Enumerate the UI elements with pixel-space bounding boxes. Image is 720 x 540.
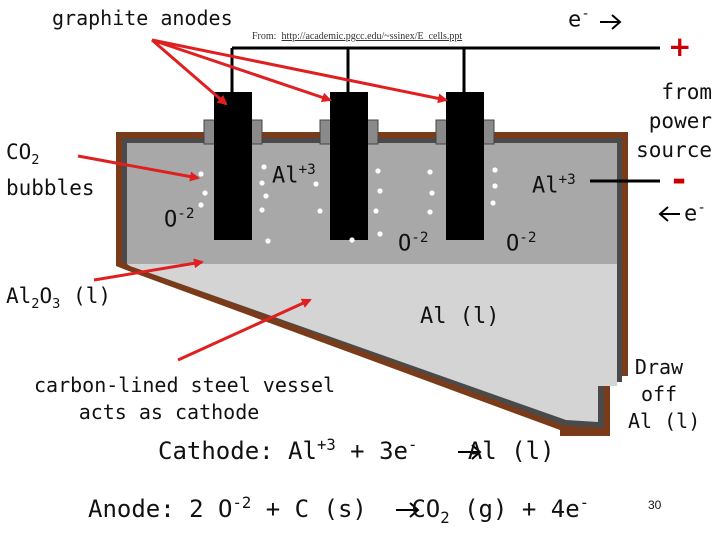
bus-wire	[230, 46, 660, 92]
plus-terminal: +	[668, 30, 692, 63]
liquid-aluminum-label: Al (l)	[420, 304, 500, 329]
electron-arrow-top	[600, 14, 622, 30]
graphite-anode-2	[330, 92, 368, 240]
anode-reaction: Anode: 2 O-2 + C (s) CO2 (g) + 4e-	[88, 494, 590, 527]
al3-ion-right: Al+3	[532, 172, 576, 199]
graphite-anodes-label: graphite anodes	[52, 6, 233, 30]
source-credit: From: http://academic.pgcc.edu/~ssinex/E…	[252, 31, 463, 42]
electron-arrow-right	[658, 206, 680, 222]
draw-off-label: Draw off Al (l)	[628, 355, 701, 433]
oxide-ion-left: O-2	[164, 206, 195, 233]
minus-terminal: -	[672, 160, 687, 200]
cathode-reaction: Cathode: Al+3 + 3e- Al (l)	[158, 436, 555, 465]
from-power-source: from power source	[636, 80, 712, 162]
liquid-aluminum	[127, 264, 617, 422]
pointer-arrows	[77, 38, 448, 362]
graphite-anode-3	[446, 92, 484, 240]
slide-number: 30	[648, 498, 662, 512]
vessel-label: carbon-lined steel vessel acts as cathod…	[34, 373, 336, 424]
graphite-anode-1	[214, 92, 252, 240]
alumina-label: Al2O3 (l)	[6, 284, 111, 313]
electron-right-label: e-	[684, 200, 706, 227]
source-link[interactable]: http://academic.pgcc.edu/~ssinex/E_cells…	[281, 31, 463, 42]
co2-bubbles-label: CO2 bubbles	[6, 140, 95, 201]
oxide-ion-right: O-2	[506, 230, 537, 257]
reaction-arrow-anode	[396, 502, 420, 518]
al3-ion-left: Al+3	[272, 162, 316, 189]
electron-top-label: e-	[568, 6, 590, 33]
oxide-ion-middle: O-2	[398, 230, 429, 257]
reaction-arrow-cathode	[458, 444, 482, 460]
